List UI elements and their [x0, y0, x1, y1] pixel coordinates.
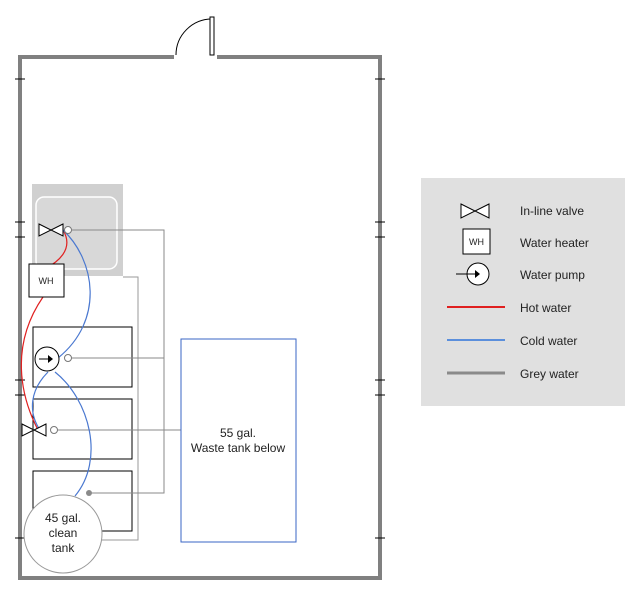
inline-valve-icon [460, 203, 490, 219]
clean-tank-label-line1: 45 gal. [45, 511, 81, 525]
waste-tank-label-line2: Waste tank below [191, 441, 286, 455]
legend-label-grey-water: Grey water [520, 367, 579, 381]
wall-ticks [15, 78, 385, 539]
legend: In-line valve WH Water heater Water pump… [421, 178, 625, 406]
hot-water-line-lower [20, 296, 44, 431]
water-heater-icon: WH [462, 228, 491, 255]
waste-tank-label-line1: 55 gal. [220, 426, 256, 440]
legend-label-water-heater: Water heater [520, 236, 589, 250]
legend-label-water-pump: Water pump [520, 268, 585, 282]
water-pump [34, 346, 72, 372]
legend-background [421, 178, 625, 406]
grey-water-lines [57, 229, 181, 494]
top-wall-left [18, 55, 382, 580]
inline-valve-sink [38, 223, 72, 237]
legend-label-inline-valve: In-line valve [520, 204, 584, 218]
clean-tank-label-line2: clean [49, 526, 78, 540]
door-leaf [209, 16, 215, 56]
cold-water-line-valve [31, 371, 49, 431]
legend-label-cold-water: Cold water [520, 334, 577, 348]
water-pump-icon [456, 262, 490, 286]
cold-water-line-sink [57, 229, 91, 359]
room-walls [18, 55, 382, 580]
door [175, 16, 215, 56]
clean-tank [23, 494, 103, 574]
cold-water-line-tank [54, 371, 92, 497]
inline-valve-tank [21, 423, 58, 437]
legend-label-hot-water: Hot water [520, 301, 571, 315]
water-heater-label: WH [39, 276, 54, 286]
grey-line-end-dot [86, 490, 92, 496]
svg-text:WH: WH [469, 237, 484, 247]
clean-tank-label-line3: tank [52, 541, 76, 555]
door-swing-arc [175, 18, 213, 56]
sink-basin [35, 196, 118, 270]
water-heater [28, 263, 65, 298]
waste-tank [180, 338, 297, 543]
